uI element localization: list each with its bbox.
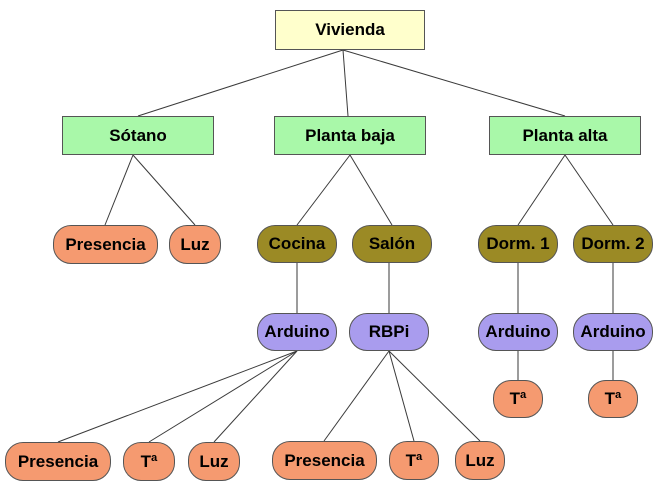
node-salon: Salón [352,225,432,263]
node-cocina-presencia: Presencia [5,442,111,481]
edge-arduino-luz [213,350,298,443]
node-planta-baja: Planta baja [274,116,426,155]
node-vivienda: Vivienda [275,10,425,50]
node-dorm2: Dorm. 2 [573,225,653,263]
node-dorm1-temperature: Tª [493,380,543,418]
node-salon-rbpi: RBPi [349,313,429,351]
node-sotano-luz: Luz [169,225,221,264]
node-cocina-luz: Luz [188,442,240,481]
edge-planta-alta-dorm1 [517,154,566,226]
node-sotano: Sótano [62,116,214,155]
edge-vivienda-sotano [137,49,344,117]
node-planta-alta: Planta alta [489,116,641,155]
node-dorm1: Dorm. 1 [478,225,558,263]
edge-arduino-presencia [57,350,298,443]
edge-planta-baja-cocina [296,154,351,226]
node-cocina-temperature: Tª [123,442,175,481]
edge-sotano-presencia [104,154,134,226]
edge-arduino-temp [148,350,298,443]
node-salon-luz: Luz [455,441,505,480]
node-salon-temperature: Tª [389,441,439,480]
node-cocina-arduino: Arduino [257,313,337,351]
edge-vivienda-planta-baja [342,49,349,117]
edge-planta-baja-salon [349,154,393,226]
edge-rbpi-luz [388,350,481,442]
node-cocina: Cocina [257,225,337,263]
node-dorm1-arduino: Arduino [478,313,558,351]
node-dorm2-arduino: Arduino [573,313,653,351]
node-salon-presencia: Presencia [272,441,377,480]
edge-rbpi-temp [388,350,415,442]
node-sotano-presencia: Presencia [53,225,158,264]
node-dorm2-temperature: Tª [588,380,638,418]
edge-planta-alta-dorm2 [564,154,614,226]
edge-vivienda-planta-alta [342,49,566,117]
edge-rbpi-presencia [323,350,390,442]
edge-sotano-luz [132,154,196,226]
